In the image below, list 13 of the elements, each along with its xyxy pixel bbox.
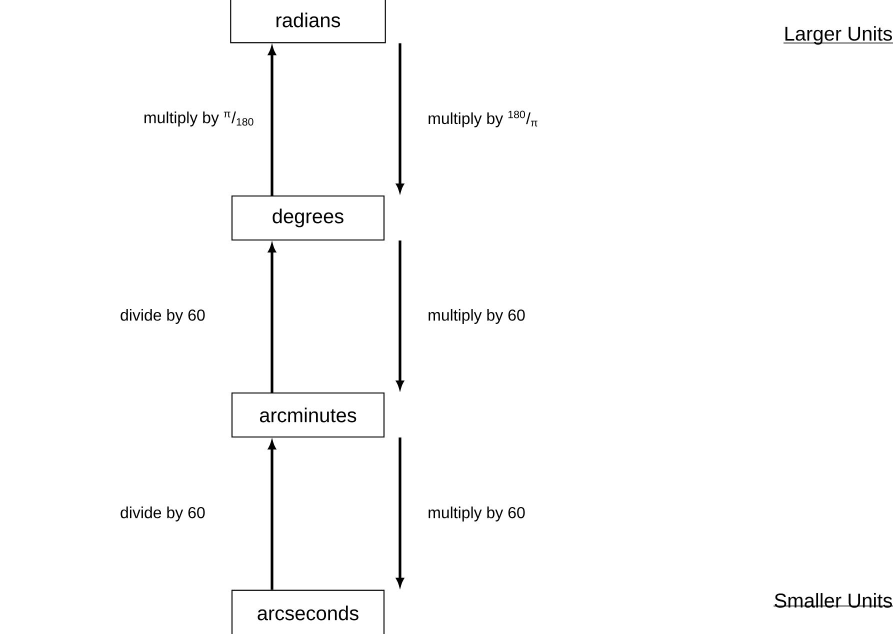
heading-label: Smaller Units — [773, 593, 893, 608]
edge-label: multiply by $^{π}$/$_{180}$ — [142, 110, 256, 128]
heading-label: Larger Units — [783, 26, 893, 45]
unit-box: arcminutes — [231, 392, 385, 438]
edge-label: multiply by 60 — [426, 505, 527, 523]
edge-label: divide by 60 — [118, 308, 207, 326]
unit-box: radians — [230, 0, 386, 44]
edge-label: divide by 60 — [118, 505, 207, 523]
unit-box: degrees — [231, 195, 385, 241]
edge-label: multiply by $^{180}$/$_{π}$ — [426, 109, 540, 129]
unit-box: arcseconds — [231, 590, 385, 634]
edge-label: multiply by 60 — [426, 308, 527, 326]
arrow — [396, 438, 404, 586]
